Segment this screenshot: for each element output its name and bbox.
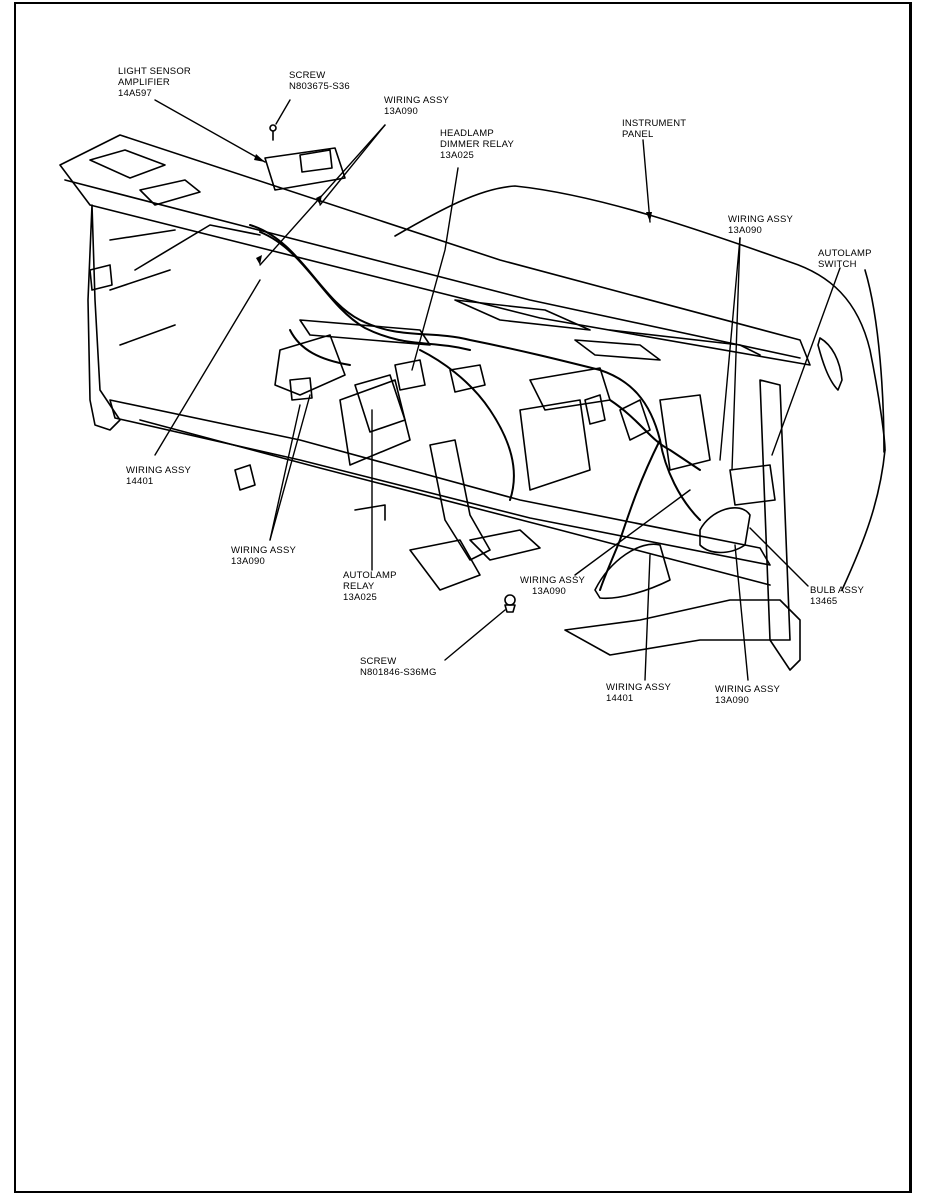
wiring-harness (249, 224, 701, 591)
label-wiring-assy-13a090-bottom: WIRING ASSY 13A090 (715, 684, 781, 706)
instrument-panel-cover (394, 185, 886, 591)
label-wiring-assy-13a090-left: WIRING ASSY 13A090 (231, 545, 297, 567)
label-wiring-assy-center: WIRING ASSY 13A090 (520, 575, 586, 597)
page-border (14, 2, 912, 1193)
label-instrument-panel: INSTRUMENT PANEL (622, 118, 687, 140)
arrowheads (254, 154, 652, 265)
label-wiring-assy-14401-bottom: WIRING ASSY 14401 (606, 682, 672, 704)
light-sensor-amplifier-part (264, 124, 346, 191)
label-light-sensor-amplifier: LIGHT SENSOR AMPLIFIER 14A597 (118, 66, 191, 99)
label-wiring-assy-top: WIRING ASSY 13A090 (384, 95, 450, 117)
label-autolamp-switch: AUTOLAMP SWITCH (818, 248, 872, 270)
leader-lines (154, 99, 841, 681)
center-bracket (409, 439, 541, 613)
label-bulb-assy: BULB ASSY 13465 (810, 585, 865, 607)
right-components (564, 379, 801, 671)
label-screw-top: SCREW N803675-S36 (289, 70, 350, 92)
label-wiring-assy-right: WIRING ASSY 13A090 (728, 214, 794, 236)
label-headlamp-dimmer-relay: HEADLAMP DIMMER RELAY 13A025 (440, 128, 515, 161)
left-end-panel (87, 204, 261, 431)
label-screw-bottom: SCREW N801846-S36MG (360, 656, 437, 678)
label-wiring-assy-14401-left: WIRING ASSY 14401 (126, 465, 192, 487)
label-autolamp-relay: AUTOLAMP RELAY 13A025 (343, 570, 397, 603)
top-rail (59, 134, 811, 366)
